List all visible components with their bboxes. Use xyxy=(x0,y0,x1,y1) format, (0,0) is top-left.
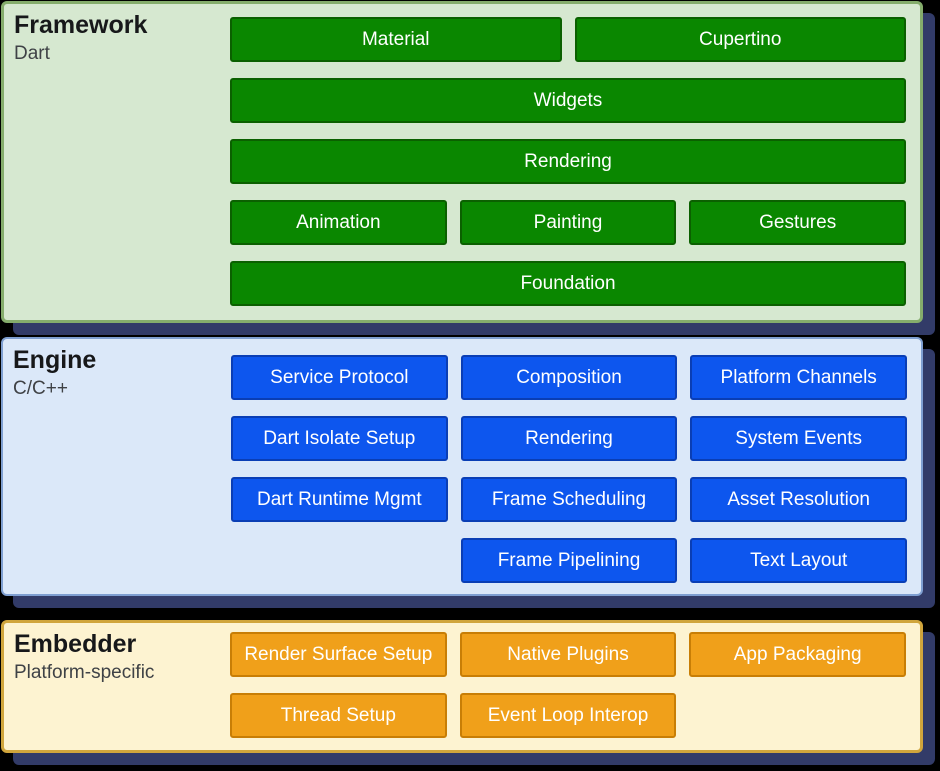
block-material: Material xyxy=(230,17,562,62)
embedder-block-grid: Render Surface Setup Native Plugins App … xyxy=(230,632,906,738)
embedder-subtitle: Platform-specific xyxy=(14,662,155,683)
block-composition: Composition xyxy=(460,355,678,400)
embedder-label: Embedder Platform-specific xyxy=(14,629,154,685)
framework-block-grid: Material Cupertino Widgets Rendering Ani… xyxy=(230,17,906,306)
block-frame-scheduling: Frame Scheduling xyxy=(460,477,678,522)
block-widgets: Widgets xyxy=(230,78,906,123)
block-gestures: Gestures xyxy=(689,200,906,245)
block-rendering-engine: Rendering xyxy=(460,416,678,461)
block-app-packaging: App Packaging xyxy=(689,632,906,677)
block-painting: Painting xyxy=(459,200,677,245)
block-native-plugins: Native Plugins xyxy=(459,632,677,677)
block-thread-setup: Thread Setup xyxy=(230,693,447,738)
block-frame-pipelining: Frame Pipelining xyxy=(460,538,678,583)
block-platform-channels: Platform Channels xyxy=(690,355,907,400)
framework-title: Framework xyxy=(14,11,148,39)
engine-subtitle: C/C++ xyxy=(13,378,68,399)
engine-layer-panel: Engine C/C++ Service Protocol Compositio… xyxy=(1,337,923,596)
block-rendering-framework: Rendering xyxy=(230,139,906,184)
block-text-layout: Text Layout xyxy=(690,538,907,583)
engine-block-grid: Service Protocol Composition Platform Ch… xyxy=(231,355,907,583)
framework-layer-panel: Framework Dart Material Cupertino Widget… xyxy=(1,1,923,323)
block-foundation: Foundation xyxy=(230,261,906,306)
block-animation: Animation xyxy=(230,200,447,245)
engine-label: Engine C/C++ xyxy=(13,345,96,401)
block-service-protocol: Service Protocol xyxy=(231,355,448,400)
block-dart-runtime-mgmt: Dart Runtime Mgmt xyxy=(231,477,448,522)
block-render-surface-setup: Render Surface Setup xyxy=(230,632,447,677)
block-dart-isolate-setup: Dart Isolate Setup xyxy=(231,416,448,461)
engine-title: Engine xyxy=(13,346,97,374)
framework-subtitle: Dart xyxy=(14,43,50,64)
block-cupertino: Cupertino xyxy=(574,17,906,62)
framework-label: Framework Dart xyxy=(14,10,147,66)
embedder-title: Embedder xyxy=(14,630,137,658)
block-event-loop-interop: Event Loop Interop xyxy=(459,693,677,738)
embedder-layer-panel: Embedder Platform-specific Render Surfac… xyxy=(1,620,923,753)
block-system-events: System Events xyxy=(690,416,907,461)
block-asset-resolution: Asset Resolution xyxy=(690,477,907,522)
